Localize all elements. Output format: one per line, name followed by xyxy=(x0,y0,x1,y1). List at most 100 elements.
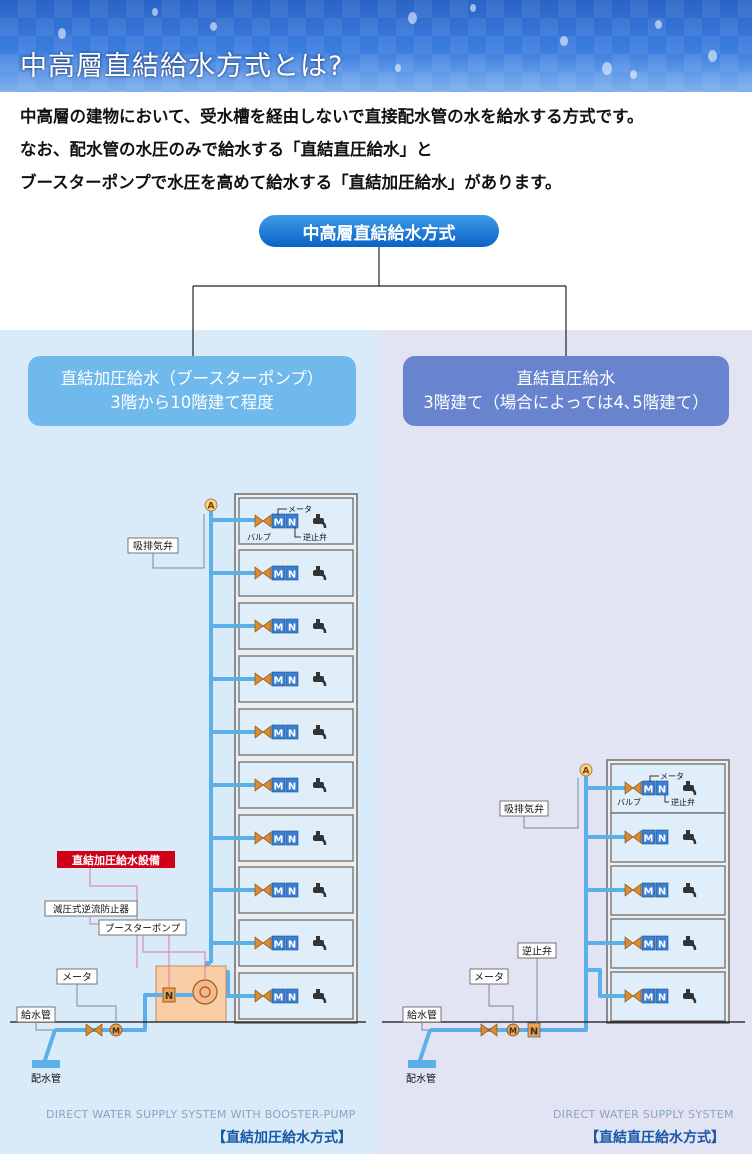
gate-valve-icon xyxy=(488,1023,498,1037)
faucet-spout-icon xyxy=(321,996,327,1004)
faucet-handle-icon xyxy=(316,514,320,518)
gate-valve-icon xyxy=(262,831,272,845)
water-meter-icon xyxy=(271,830,286,846)
check-symbol: N xyxy=(658,785,666,796)
water-drop xyxy=(630,70,637,79)
meter-icon-symbol: M xyxy=(112,1027,120,1036)
system-root-pill: 中高層直結給水方式 xyxy=(259,215,499,247)
water-meter-icon xyxy=(271,777,286,793)
water-drop xyxy=(602,62,612,75)
header-banner: 中高層直結給水方式とは? xyxy=(0,0,752,92)
water-drop xyxy=(152,8,158,16)
air-valve-label: 吸排気弁 xyxy=(133,540,173,553)
faucet-icon xyxy=(683,785,694,791)
check-symbol: N xyxy=(288,676,296,687)
faucet-icon xyxy=(313,993,324,999)
faucet-spout-icon xyxy=(321,732,327,740)
gate-valve-icon xyxy=(254,672,264,686)
direct-category-range: 3階建て（場合によっては4､5階建て） xyxy=(423,393,709,412)
check-valve-label: 逆止弁 xyxy=(522,945,552,958)
meter-callout: メータ xyxy=(288,505,312,514)
gate-valve-icon xyxy=(632,830,642,844)
meter-symbol: M xyxy=(644,834,654,845)
distribution-main-icon xyxy=(408,1060,436,1068)
meter-label: メータ xyxy=(474,972,504,984)
backflow-preventer-symbol: N xyxy=(165,991,173,1002)
check-valve-icon xyxy=(655,935,669,951)
meter-symbol: M xyxy=(274,940,284,951)
pump-label: ブースターポンプ xyxy=(105,923,181,935)
gate-valve-icon xyxy=(254,619,264,633)
leader-line xyxy=(35,1022,55,1031)
gate-valve-icon xyxy=(624,989,634,1003)
gate-valve-icon xyxy=(480,1023,490,1037)
supply-pipe-label: 給水管 xyxy=(21,1009,51,1022)
faucet-spout-icon xyxy=(691,996,697,1004)
faucet-handle-icon xyxy=(316,936,320,940)
water-drop xyxy=(395,64,401,72)
meter-icon-symbol: M xyxy=(509,1027,517,1036)
faucet-handle-icon xyxy=(686,883,690,887)
valve-callout: バルブ xyxy=(617,797,641,807)
check-symbol: N xyxy=(288,940,296,951)
faucet-handle-icon xyxy=(316,989,320,993)
water-meter-icon xyxy=(271,724,286,740)
faucet-handle-icon xyxy=(316,883,320,887)
leader-line xyxy=(152,514,205,569)
faucet-icon xyxy=(683,940,694,946)
meter-symbol: M xyxy=(274,623,284,634)
faucet-handle-icon xyxy=(316,619,320,623)
faucet-spout-icon xyxy=(321,626,327,634)
water-meter-icon xyxy=(271,565,286,581)
faucet-icon xyxy=(313,570,324,576)
check-symbol: N xyxy=(658,887,666,898)
meter-symbol: M xyxy=(644,887,654,898)
meter-symbol: M xyxy=(274,570,284,581)
faucet-handle-icon xyxy=(316,672,320,676)
service-pipe xyxy=(55,993,163,1032)
check-symbol: N xyxy=(288,887,296,898)
water-meter-icon xyxy=(271,935,286,951)
leader-line xyxy=(294,527,301,538)
check-symbol: N xyxy=(658,834,666,845)
faucet-spout-icon xyxy=(321,573,327,581)
meter-symbol: M xyxy=(274,518,284,529)
gate-valve-icon xyxy=(262,936,272,950)
meter-label: メータ xyxy=(62,972,92,984)
intro-line-1: 中高層の建物において、受水槽を経由しないで直接配水管の水を給水する方式です。 xyxy=(20,107,644,126)
check-valve-callout: 逆止弁 xyxy=(303,532,327,542)
gate-valve-icon xyxy=(262,514,272,528)
check-valve-icon xyxy=(285,618,299,634)
faucet-spout-icon xyxy=(321,943,327,951)
booster-category-title: 直結加圧給水（ブースターポンプ） xyxy=(60,369,324,388)
faucet-spout-icon xyxy=(321,785,327,793)
leader-line xyxy=(76,984,117,1024)
prv-label-box xyxy=(44,900,138,917)
gate-valve-icon xyxy=(254,778,264,792)
check-symbol: N xyxy=(288,993,296,1004)
gate-valve-icon xyxy=(262,725,272,739)
booster-category-range: 3階から10階建て程度 xyxy=(110,393,274,412)
check-symbol: N xyxy=(530,1027,538,1038)
water-meter-icon xyxy=(641,935,656,951)
check-valve-icon xyxy=(655,988,669,1004)
system-root-label: 中高層直結給水方式 xyxy=(302,223,456,244)
faucet-handle-icon xyxy=(686,781,690,785)
water-drop xyxy=(655,20,662,29)
water-meter-icon xyxy=(641,780,656,796)
booster-equipment-label-box xyxy=(57,851,175,868)
air-valve-symbol: A xyxy=(583,767,590,777)
air-valve-icon xyxy=(204,498,218,512)
faucet-handle-icon xyxy=(316,831,320,835)
direct-caption-en: DIRECT WATER SUPPLY SYSTEM xyxy=(553,1108,734,1121)
leader-line xyxy=(277,508,287,515)
gate-valve-icon xyxy=(262,619,272,633)
leader-line xyxy=(664,795,669,803)
valve-callout: バルブ xyxy=(247,532,271,542)
leader-line xyxy=(649,775,659,782)
faucet-spout-icon xyxy=(691,788,697,796)
gate-valve-icon xyxy=(262,883,272,897)
